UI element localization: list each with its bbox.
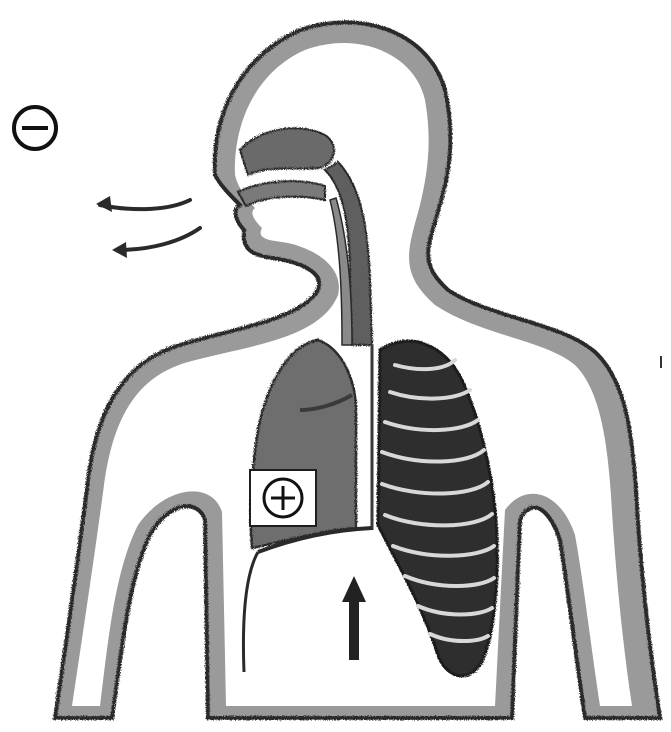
minus-sign-icon — [14, 107, 56, 149]
exhale-arrows-icon — [96, 196, 200, 258]
plus-sign-icon — [250, 470, 316, 526]
edge-mark — [660, 356, 662, 368]
